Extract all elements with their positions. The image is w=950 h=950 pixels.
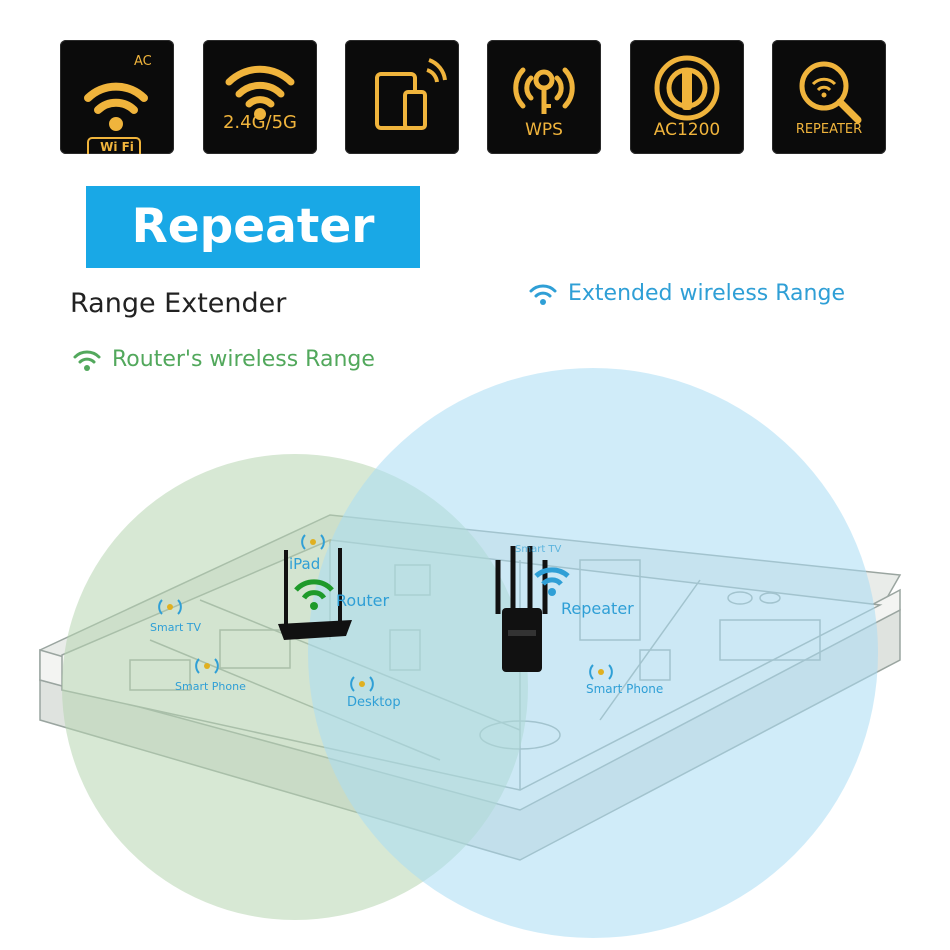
wps-label: WPS <box>525 120 563 140</box>
feature-tile-wps: WPS <box>487 40 601 154</box>
repeater-label: REPEATER <box>795 122 863 137</box>
repeater-device <box>495 546 548 672</box>
smart-tv-label: Smart TV <box>150 621 201 634</box>
wifi-icon <box>529 284 557 305</box>
desktop-label: Desktop <box>347 695 401 710</box>
router-label: Router <box>336 591 389 610</box>
extended-range-circle <box>308 368 878 938</box>
smart-phone-right-label: Smart Phone <box>586 682 663 696</box>
wifi-icon <box>84 82 148 154</box>
feature-tile-repeater: REPEATER <box>772 40 886 154</box>
wifi-icon <box>534 567 570 596</box>
wps-icon <box>513 67 575 114</box>
feature-tile-wifi-ac: AC Wi Fi <box>60 40 174 154</box>
legend-router-range: Router's wireless Range <box>72 347 375 372</box>
speed-label: AC1200 <box>653 120 721 140</box>
repeater-label: Repeater <box>561 599 634 618</box>
page-title-banner: Repeater <box>86 186 420 268</box>
feature-tile-band: 2.4G/5G <box>203 40 317 154</box>
wifi-icon <box>73 350 101 371</box>
ac-badge: AC <box>134 54 152 69</box>
tablet-phone-icon <box>375 58 447 130</box>
wifi-text: Wi Fi <box>100 140 134 154</box>
legend-extended-range: Extended wireless Range <box>528 281 845 306</box>
smart-phone-left-label: Smart Phone <box>175 680 246 693</box>
ipad-label: iPad <box>289 555 320 573</box>
wifi-icon <box>294 579 334 610</box>
router-device <box>278 548 352 640</box>
signal-icon <box>158 534 613 692</box>
smart-tv-right-label: Smart TV <box>515 544 562 555</box>
legend-extended-range-label: Extended wireless Range <box>568 281 845 306</box>
subtitle: Range Extender <box>70 288 287 319</box>
antenna-icon <box>654 55 720 121</box>
legend-router-range-label: Router's wireless Range <box>112 347 375 372</box>
feature-tile-devices <box>345 40 459 154</box>
magnifier-wifi-icon <box>799 61 862 124</box>
band-label: 2.4G/5G <box>222 112 298 133</box>
feature-tile-speed: AC1200 <box>630 40 744 154</box>
wifi-icon <box>225 65 295 120</box>
